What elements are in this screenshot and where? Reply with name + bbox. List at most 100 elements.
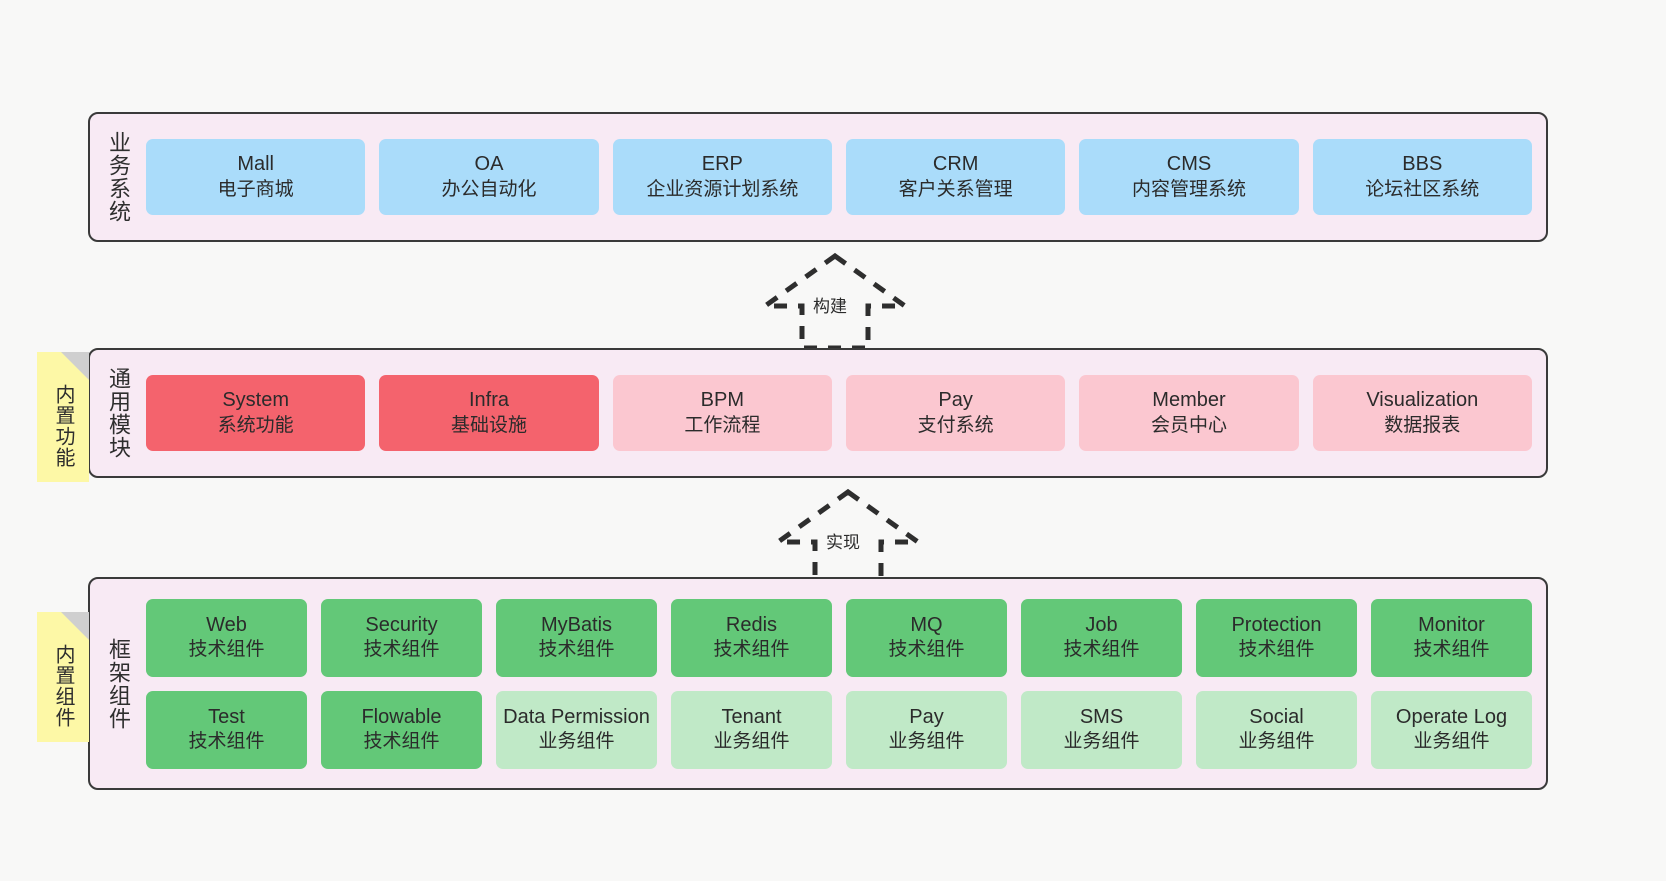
card-data-permission[interactable]: Data Permission 业务组件: [496, 690, 657, 769]
card-pay-module-en: Pay: [938, 389, 973, 412]
card-social-en: Social: [1249, 705, 1304, 728]
build-arrow-label: 构建: [813, 297, 847, 316]
card-member-en: Member: [1152, 389, 1226, 412]
card-bbs[interactable]: BBS 论坛社区系统: [1312, 139, 1532, 215]
panel-framework-components-label: 框架组件: [105, 637, 131, 730]
card-redis-cn: 技术组件: [713, 639, 790, 661]
card-mall-cn: 电子商城: [217, 178, 294, 200]
card-pay-component[interactable]: Pay 业务组件: [846, 690, 1007, 769]
card-cms[interactable]: CMS 内容管理系统: [1079, 139, 1299, 215]
card-member-cn: 会员中心: [1150, 414, 1227, 436]
card-erp-en: ERP: [701, 153, 743, 176]
card-security-en: Security: [365, 613, 438, 636]
card-infra-en: Infra: [468, 389, 509, 412]
card-crm[interactable]: CRM 客户关系管理: [845, 139, 1066, 215]
card-redis-en: Redis: [725, 613, 778, 636]
card-oa[interactable]: OA 办公自动化: [379, 139, 599, 215]
card-monitor-cn: 技术组件: [1413, 639, 1490, 661]
card-flowable[interactable]: Flowable 技术组件: [321, 690, 482, 769]
card-crm-cn: 客户关系管理: [898, 178, 1013, 200]
common-modules-row: System 系统功能 Infra 基础设施 BPM 工作流程 Pay 支付系统…: [146, 375, 1532, 451]
card-flowable-cn: 技术组件: [363, 731, 440, 753]
card-mall-en: Mall: [237, 153, 274, 176]
implement-arrow: 实现: [758, 486, 938, 587]
card-cms-en: CMS: [1166, 153, 1212, 176]
card-mall[interactable]: Mall 电子商城: [146, 139, 366, 215]
card-job-en: Job: [1085, 613, 1118, 636]
card-crm-en: CRM: [932, 153, 979, 176]
card-operate-log-en: Operate Log: [1395, 705, 1508, 728]
card-member[interactable]: Member 会员中心: [1079, 375, 1299, 451]
card-erp[interactable]: ERP 企业资源计划系统: [612, 139, 832, 215]
implement-arrow-label: 实现: [826, 533, 860, 552]
card-mq-cn: 技术组件: [888, 639, 965, 661]
card-social-cn: 业务组件: [1238, 731, 1315, 753]
card-bbs-cn: 论坛社区系统: [1365, 178, 1480, 200]
card-web[interactable]: Web 技术组件: [146, 598, 307, 677]
card-mq-en: MQ: [910, 613, 943, 636]
card-monitor[interactable]: Monitor 技术组件: [1371, 598, 1532, 677]
card-monitor-en: Monitor: [1418, 613, 1485, 636]
card-mybatis-cn: 技术组件: [538, 639, 615, 661]
card-web-en: Web: [206, 613, 247, 636]
card-pay-component-en: Pay: [909, 705, 944, 728]
panel-framework-components: 框架组件 Web 技术组件 Security 技术组件 MyBatis 技术组件…: [88, 577, 1548, 790]
card-tenant[interactable]: Tenant 业务组件: [671, 690, 832, 769]
card-operate-log[interactable]: Operate Log 业务组件: [1371, 690, 1532, 769]
card-data-permission-en: Data Permission: [503, 705, 650, 728]
card-web-cn: 技术组件: [188, 639, 265, 661]
sticky-note-built-in-components-text: 内置组件: [52, 644, 74, 728]
card-sms[interactable]: SMS 业务组件: [1021, 690, 1182, 769]
card-data-permission-cn: 业务组件: [538, 731, 615, 753]
panel-common-modules-label: 通用模块: [105, 367, 131, 459]
card-protection[interactable]: Protection 技术组件: [1196, 598, 1357, 677]
card-mq[interactable]: MQ 技术组件: [846, 598, 1007, 677]
card-erp-cn: 企业资源计划系统: [646, 178, 799, 200]
framework-tech-row: Web 技术组件 Security 技术组件 MyBatis 技术组件 Redi…: [146, 598, 1532, 677]
sticky-note-built-in-functions: 内置功能: [37, 352, 89, 482]
panel-business-systems-label: 业务系统: [105, 131, 131, 223]
card-test-cn: 技术组件: [188, 731, 265, 753]
build-arrow: 构建: [745, 250, 925, 351]
card-bpm-en: BPM: [700, 389, 744, 412]
card-mybatis[interactable]: MyBatis 技术组件: [496, 598, 657, 677]
card-visualization-en: Visualization: [1366, 389, 1479, 412]
card-cms-cn: 内容管理系统: [1131, 178, 1246, 200]
card-job-cn: 技术组件: [1063, 639, 1140, 661]
panel-framework-components-body: Web 技术组件 Security 技术组件 MyBatis 技术组件 Redi…: [146, 579, 1546, 788]
card-operate-log-cn: 业务组件: [1413, 731, 1490, 753]
card-bpm[interactable]: BPM 工作流程: [612, 375, 832, 451]
card-pay-component-cn: 业务组件: [888, 731, 965, 753]
card-job[interactable]: Job 技术组件: [1021, 598, 1182, 677]
card-sms-en: SMS: [1079, 705, 1124, 728]
card-security-cn: 技术组件: [363, 639, 440, 661]
card-test[interactable]: Test 技术组件: [146, 690, 307, 769]
card-test-en: Test: [208, 705, 245, 728]
card-tenant-en: Tenant: [721, 705, 782, 728]
business-systems-row: Mall 电子商城 OA 办公自动化 ERP 企业资源计划系统 CRM 客户关系…: [146, 139, 1532, 215]
card-protection-en: Protection: [1231, 613, 1322, 636]
card-pay-module[interactable]: Pay 支付系统: [845, 375, 1066, 451]
framework-business-row: Test 技术组件 Flowable 技术组件 Data Permission …: [146, 690, 1532, 769]
folded-corner-icon: [61, 612, 89, 640]
card-visualization-cn: 数据报表: [1384, 414, 1461, 436]
card-bpm-cn: 工作流程: [684, 414, 761, 436]
card-infra-cn: 基础设施: [450, 414, 527, 436]
panel-business-systems-body: Mall 电子商城 OA 办公自动化 ERP 企业资源计划系统 CRM 客户关系…: [146, 114, 1546, 240]
card-bbs-en: BBS: [1402, 153, 1443, 176]
folded-corner-icon: [61, 352, 89, 380]
card-visualization[interactable]: Visualization 数据报表: [1312, 375, 1532, 451]
sticky-note-built-in-components: 内置组件: [37, 612, 89, 742]
card-flowable-en: Flowable: [361, 705, 442, 728]
card-social[interactable]: Social 业务组件: [1196, 690, 1357, 769]
card-oa-en: OA: [474, 153, 504, 176]
panel-common-modules: 通用模块 System 系统功能 Infra 基础设施 BPM 工作流程 Pay…: [88, 348, 1548, 478]
card-pay-module-cn: 支付系统: [917, 414, 994, 436]
card-infra[interactable]: Infra 基础设施: [379, 375, 599, 451]
card-security[interactable]: Security 技术组件: [321, 598, 482, 677]
panel-common-modules-body: System 系统功能 Infra 基础设施 BPM 工作流程 Pay 支付系统…: [146, 350, 1546, 476]
sticky-note-built-in-functions-text: 内置功能: [52, 384, 74, 468]
card-system[interactable]: System 系统功能: [146, 375, 366, 451]
card-redis[interactable]: Redis 技术组件: [671, 598, 832, 677]
